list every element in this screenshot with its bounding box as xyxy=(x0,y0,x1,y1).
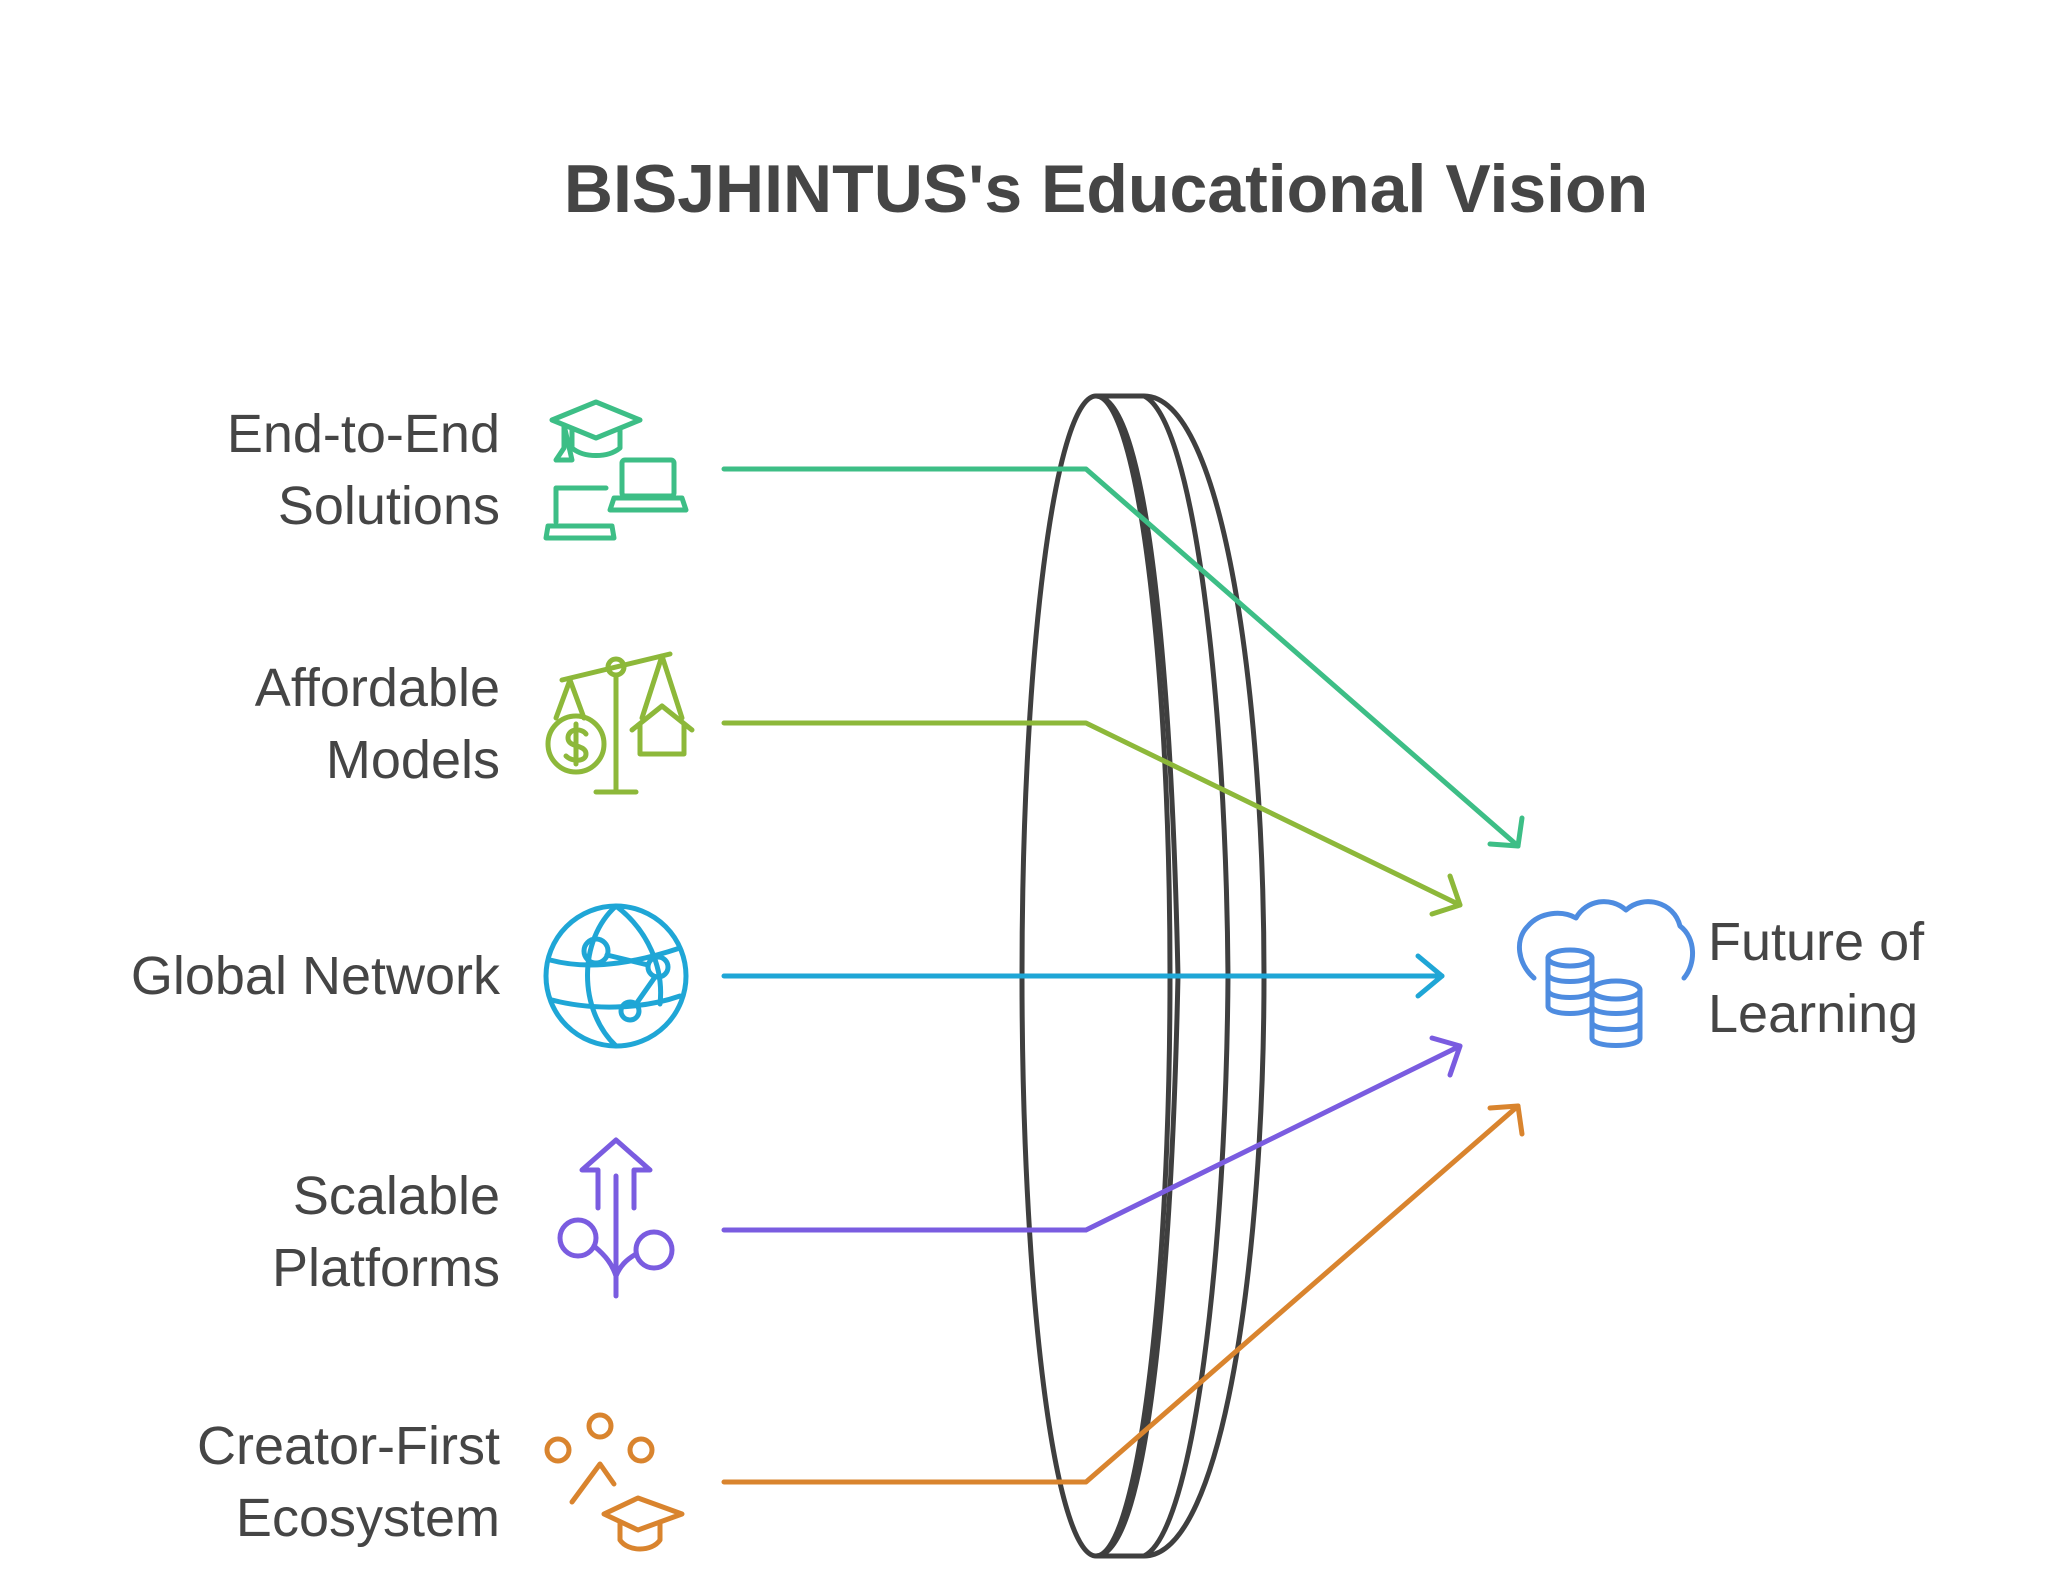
arrow-affordable xyxy=(721,720,1463,917)
label-future-of-learning: Future of Learning xyxy=(1708,906,1924,1050)
label-line: Global Network xyxy=(130,946,500,1006)
label-line: Platforms xyxy=(271,1238,500,1298)
graduation-laptops-icon xyxy=(543,399,689,541)
arrow-creator-first xyxy=(721,1103,1525,1485)
label-line: Models xyxy=(325,730,500,790)
label-line: Solutions xyxy=(277,476,500,536)
branching-arrow-icon xyxy=(557,1137,675,1299)
arrow-end-to-end xyxy=(721,466,1525,849)
label-line: Scalable xyxy=(292,1166,500,1226)
label-affordable-models: Affordable Models xyxy=(255,652,500,796)
label-line: Future of xyxy=(1708,912,1925,972)
label-end-to-end-solutions: End-to-End Solutions xyxy=(227,398,500,542)
diagram-title: BISJHINTUS's Educational Vision xyxy=(563,151,1649,227)
label-line: Ecosystem xyxy=(235,1488,500,1548)
arrow-global-network xyxy=(721,953,1445,999)
label-line: Creator-First xyxy=(196,1416,500,1476)
label-line: End-to-End xyxy=(226,404,500,464)
label-global-network: Global Network xyxy=(131,940,500,1012)
label-scalable-platforms: Scalable Platforms xyxy=(272,1160,500,1304)
people-graduation-icon xyxy=(544,1412,685,1552)
balance-scale-icon xyxy=(545,651,695,795)
arrow-scalable xyxy=(721,1035,1463,1233)
globe-network-icon xyxy=(543,903,689,1049)
label-creator-first-ecosystem: Creator-First Ecosystem xyxy=(197,1410,500,1554)
label-line: Learning xyxy=(1708,984,1919,1044)
cloud-database-icon xyxy=(1516,899,1696,1048)
label-line: Affordable xyxy=(254,658,500,718)
